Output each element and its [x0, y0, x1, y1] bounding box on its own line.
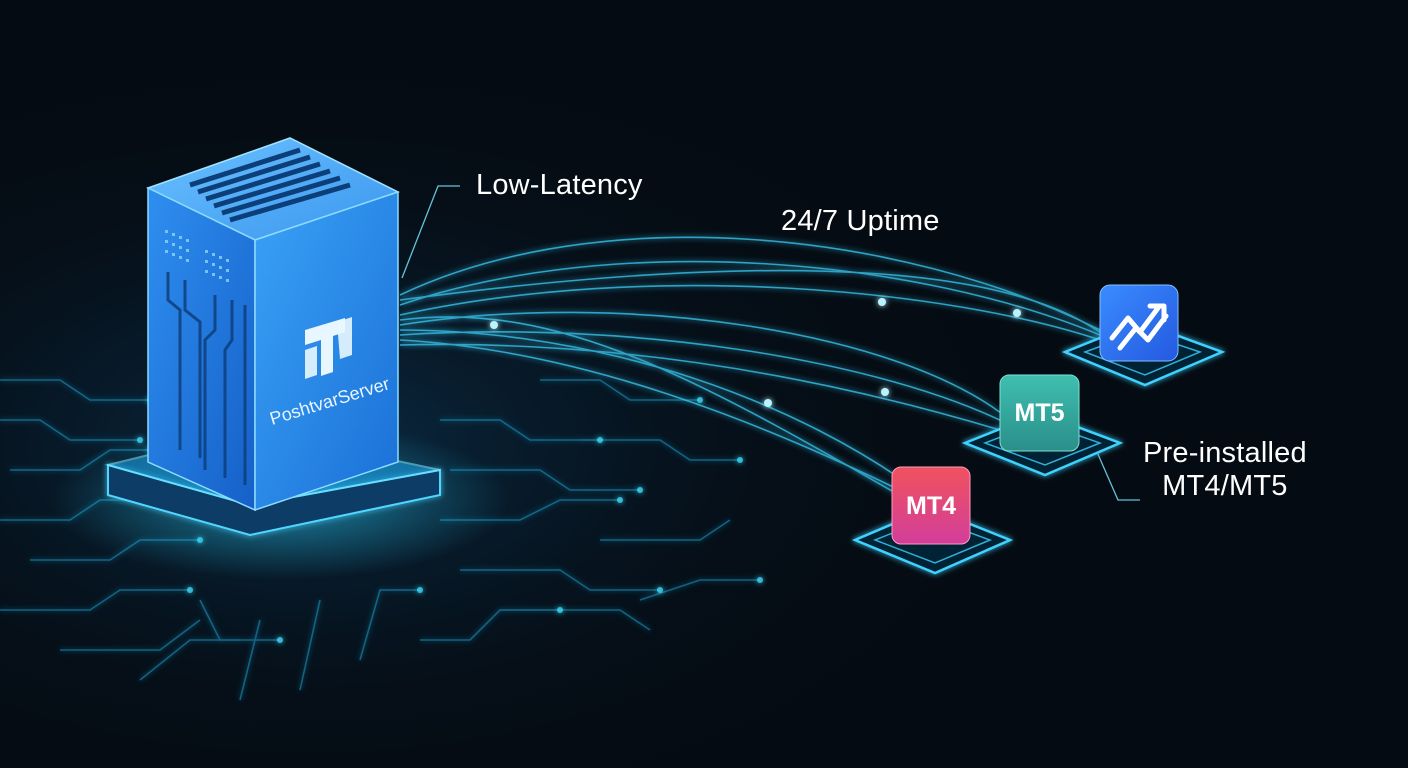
chart-app-tile[interactable]: [1061, 284, 1226, 387]
vent-icon: [189, 147, 351, 223]
server-panel-pattern: [165, 230, 229, 282]
poshtvar-logo-icon: [305, 317, 352, 379]
low-latency-label: Low-Latency: [476, 169, 643, 201]
leader-lines: [401, 185, 1140, 501]
uptime-label: 24/7 Uptime: [781, 205, 940, 237]
mt4-tile[interactable]: MT4: [851, 466, 1014, 575]
trend-chart-icon: [1109, 303, 1169, 351]
data-streams: [399, 236, 1111, 511]
circuit-traces: [0, 379, 760, 701]
preinstalled-label: Pre-installed MT4/MT5: [1143, 437, 1307, 504]
mt5-label: MT5: [1015, 399, 1065, 427]
preinstalled-line-1: Pre-installed: [1143, 437, 1307, 469]
mt5-tile[interactable]: MT5: [961, 374, 1124, 477]
mt4-label: MT4: [906, 492, 956, 520]
server-tower: PoshtvarServer: [146, 137, 400, 512]
stream-nodes: [490, 298, 1021, 407]
preinstalled-line-2: MT4/MT5: [1162, 470, 1288, 503]
